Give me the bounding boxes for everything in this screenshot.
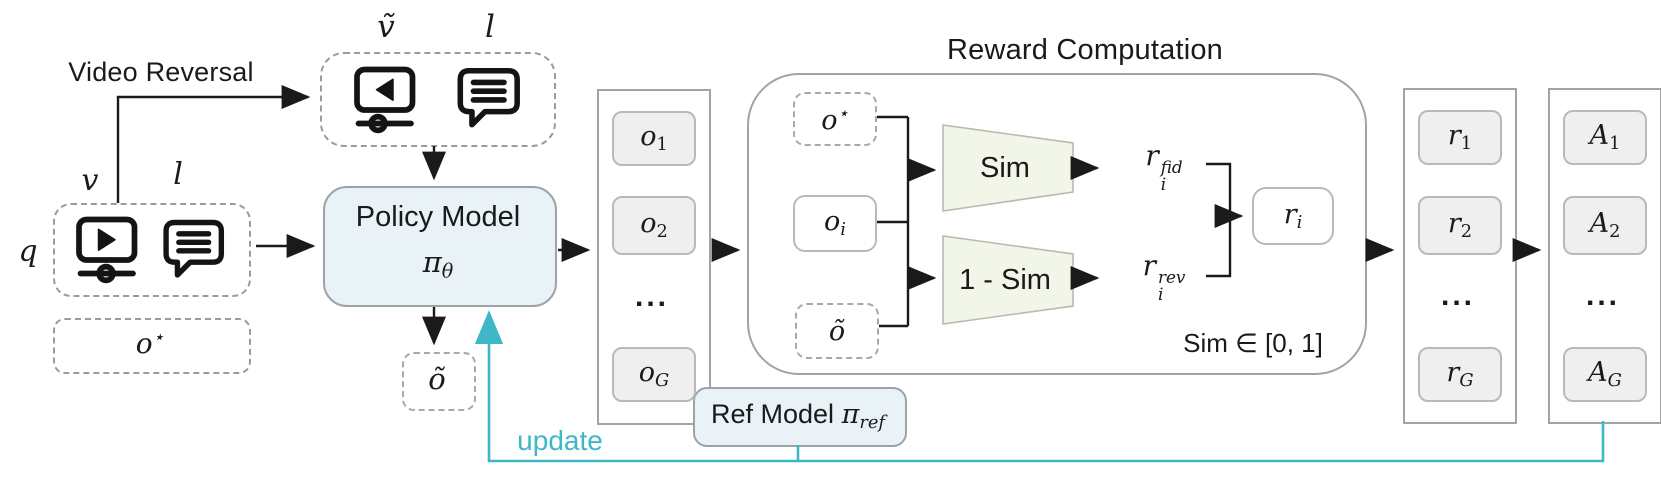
policy-model-symbol: πθ (422, 244, 454, 283)
video-icon (68, 212, 144, 284)
advantage-chip-1: A1 (1563, 110, 1647, 165)
reward-otilde-chip: õ (795, 303, 879, 359)
l-upper-label: l (485, 8, 495, 45)
sampled-output-box (402, 352, 476, 411)
policy-model-box (323, 186, 557, 307)
video-reversal-label: Video Reversal (68, 56, 254, 87)
video-reversal-arrow (116, 85, 311, 203)
v-label: v (81, 163, 99, 198)
rollout-chip-G: oG (612, 347, 696, 402)
reward-computation-title: Reward Computation (946, 33, 1223, 66)
rollout-chip-1: o1 (612, 111, 696, 166)
reward-chip-2: r2 (1418, 196, 1502, 255)
sim-label: Sim (980, 151, 1030, 184)
rollout-column-ellipsis: ... (634, 280, 669, 313)
target-output-label: o⋆ (135, 327, 165, 361)
v-tilde-label: ṽ (377, 8, 395, 45)
l-label: l (173, 157, 183, 192)
reversed-caption-icon (452, 62, 524, 132)
reversed-video-icon (346, 62, 422, 134)
sim-range-label: Sim ∈ [0, 1] (1183, 327, 1323, 358)
ri-chip: ri (1252, 187, 1334, 245)
advantage-column-ellipsis: ... (1585, 279, 1620, 312)
reward-chip-1: r1 (1418, 110, 1502, 165)
reward-ostar-chip: o⋆ (793, 92, 877, 146)
advantage-chip-2: A2 (1563, 196, 1647, 255)
reward-column-ellipsis: ... (1440, 279, 1475, 312)
ref-model-label: Ref Model πref (711, 398, 885, 433)
one-minus-sim-label: 1 - Sim (959, 263, 1051, 296)
target-output-box (53, 318, 251, 374)
reward-oi-chip: oi (793, 195, 877, 252)
policy-model-title: Policy Model (355, 200, 521, 233)
q-label: q (18, 234, 38, 269)
update-label: update (517, 425, 603, 456)
rollout-chip-2: o2 (612, 196, 696, 255)
sampled-output-label: õ (428, 362, 446, 396)
advantage-chip-G: AG (1563, 347, 1647, 402)
caption-icon (158, 214, 228, 282)
reward-chip-G: rG (1418, 347, 1502, 402)
